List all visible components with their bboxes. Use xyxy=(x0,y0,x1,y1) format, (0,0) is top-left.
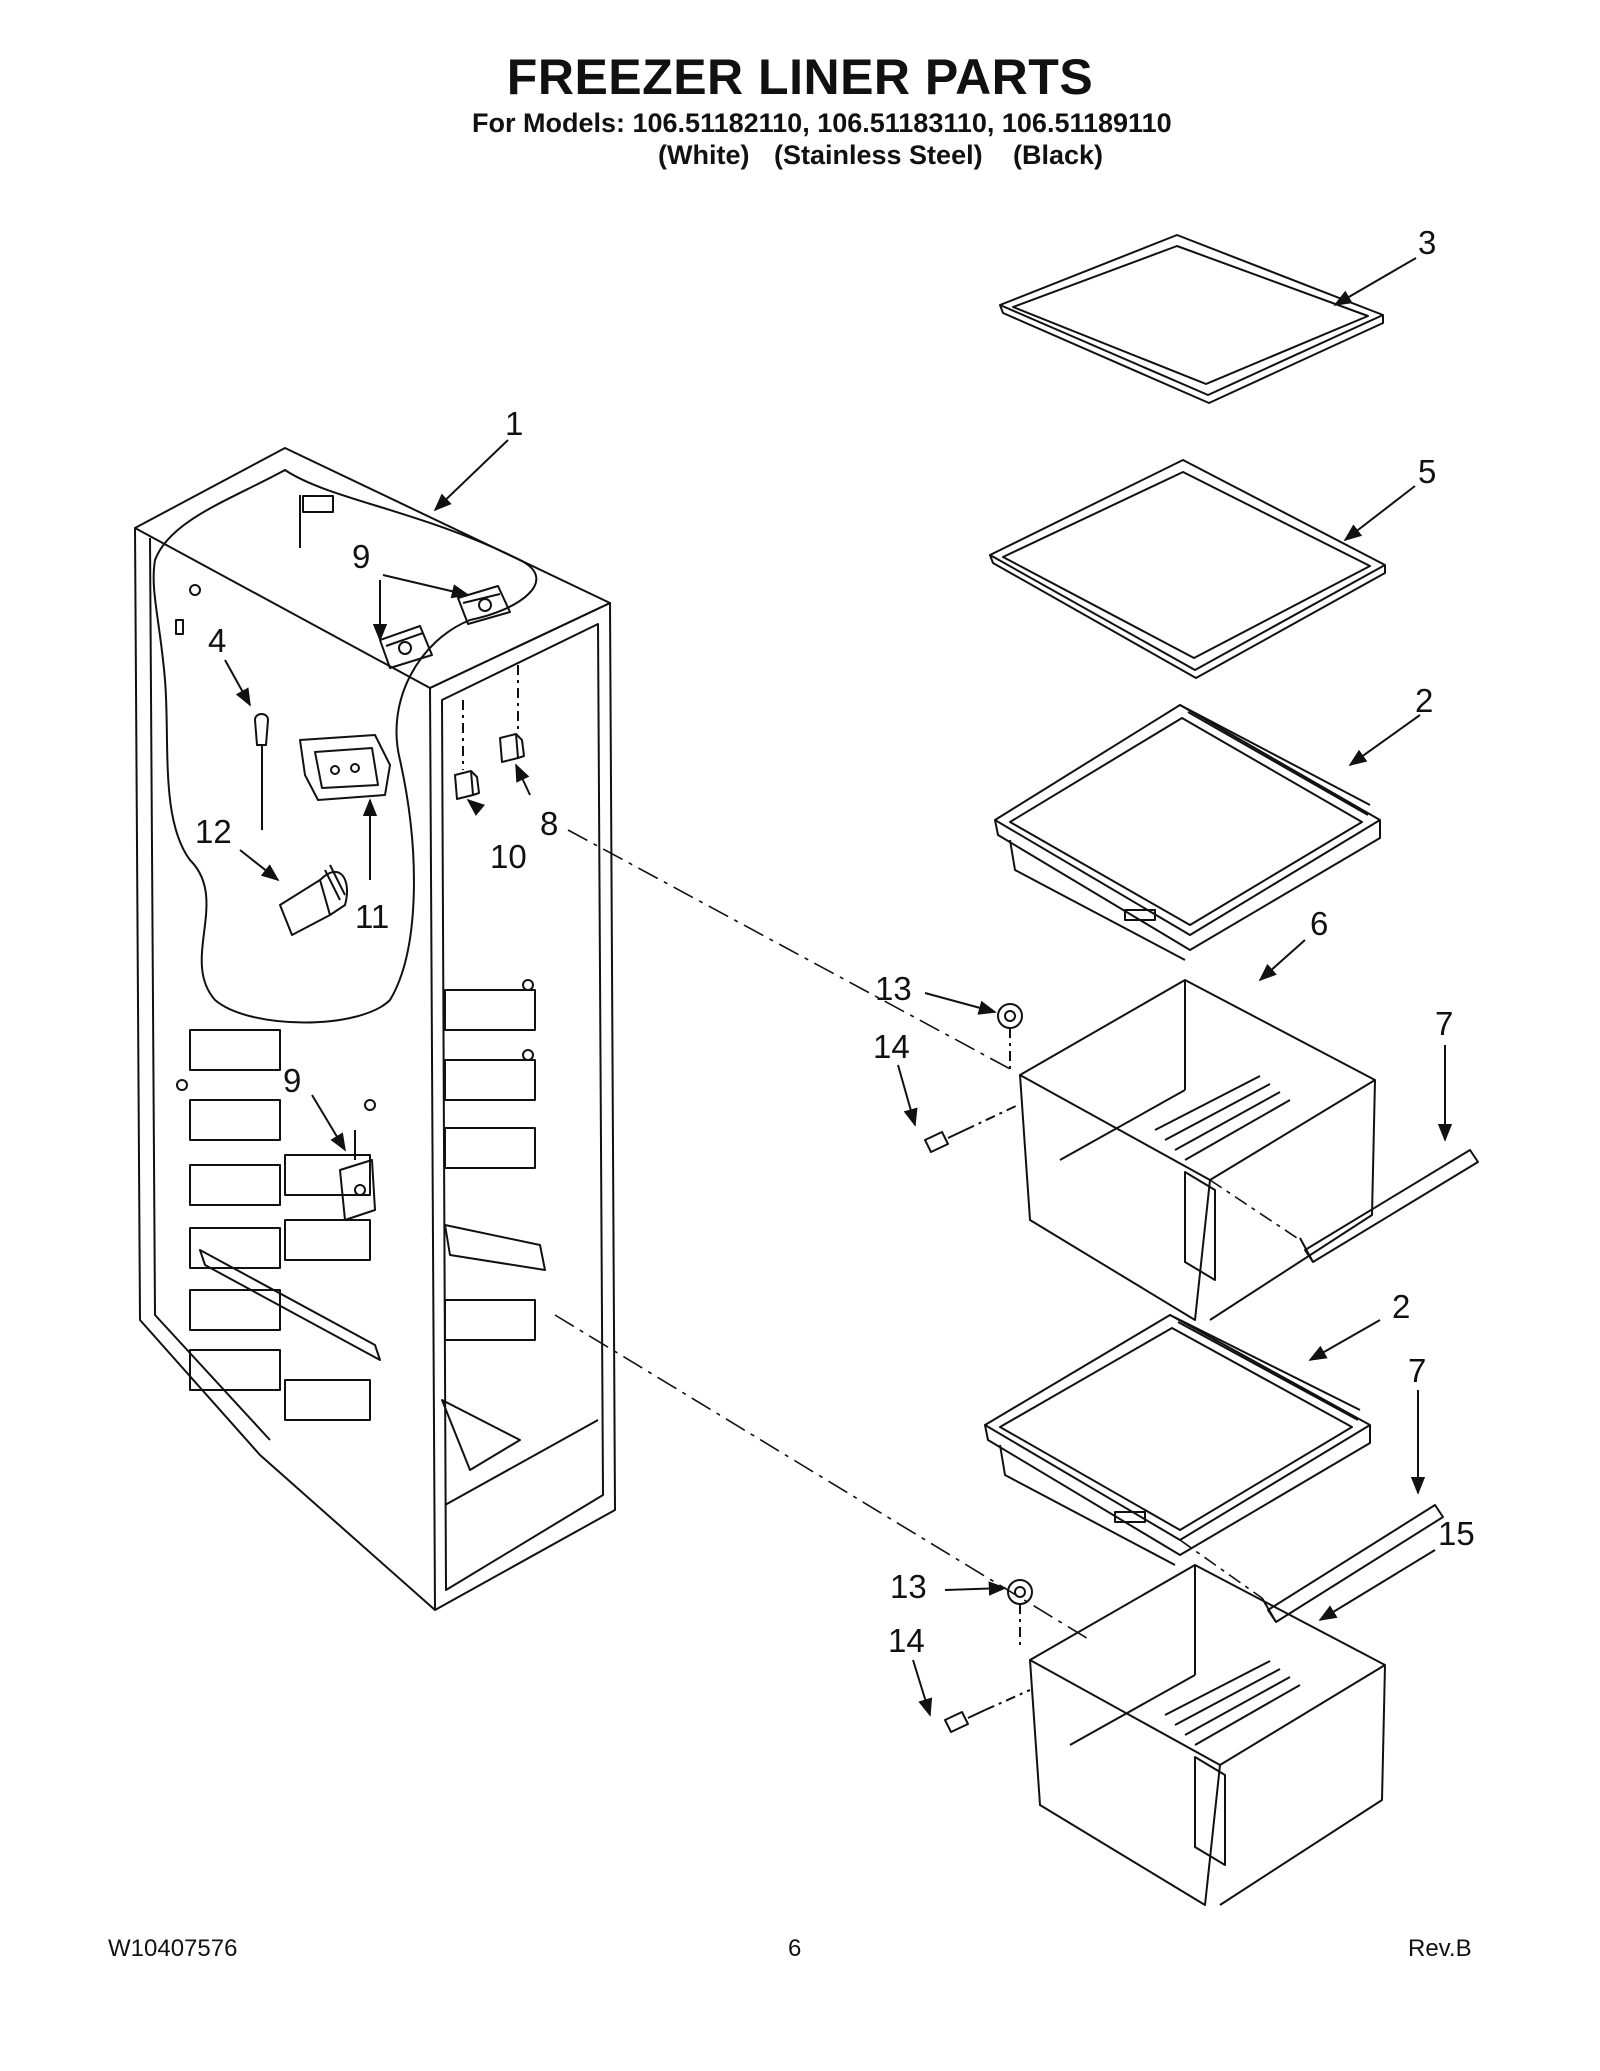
fan-module-9-c xyxy=(339,1130,376,1221)
freezer-liner xyxy=(134,447,616,1611)
callout-3: 3 xyxy=(1418,224,1436,261)
callout-2-upper: 2 xyxy=(1415,682,1433,719)
slide-rail-7-lower xyxy=(1261,1504,1444,1623)
shelf-frame-2-lower xyxy=(984,1314,1371,1566)
callout-5: 5 xyxy=(1418,453,1436,490)
callout-6: 6 xyxy=(1310,905,1328,942)
roller-13-upper xyxy=(997,1003,1023,1029)
callout-1: 1 xyxy=(505,405,523,442)
slide-rail-7-upper xyxy=(1299,1149,1479,1263)
screw-14-upper xyxy=(924,1129,966,1153)
shelf-frame-2-upper xyxy=(994,704,1381,961)
screw-14-lower xyxy=(944,1709,986,1733)
callout-4: 4 xyxy=(208,622,226,659)
glass-shelf-3 xyxy=(999,234,1384,404)
light-housing-11 xyxy=(299,734,391,801)
callout-2-lower: 2 xyxy=(1392,1288,1410,1325)
finish-white: (White) xyxy=(658,140,750,170)
page-title: FREEZER LINER PARTS xyxy=(506,49,1094,105)
page-number: 6 xyxy=(788,1935,802,1962)
models-line: For Models: 106.51182110, 106.51183110, … xyxy=(472,108,1172,138)
crisper-drawer-6 xyxy=(1019,979,1376,1321)
callout-7-upper: 7 xyxy=(1435,1005,1453,1042)
callout-13-lower: 13 xyxy=(890,1568,927,1605)
callout-9-lower: 9 xyxy=(283,1062,301,1099)
callout-7-lower: 7 xyxy=(1408,1352,1426,1389)
callout-13-upper: 13 xyxy=(875,970,912,1007)
callout-10: 10 xyxy=(490,838,527,875)
document-number: W10407576 xyxy=(108,1935,238,1962)
fan-module-9-a xyxy=(457,585,511,625)
glass-shelf-5 xyxy=(989,459,1386,679)
callout-12: 12 xyxy=(195,813,232,850)
callout-11: 11 xyxy=(355,898,389,935)
revision-label: Rev.B xyxy=(1408,1935,1472,1962)
callout-14-upper: 14 xyxy=(873,1028,910,1065)
thermistor-4 xyxy=(254,713,269,830)
callout-14-lower: 14 xyxy=(888,1622,925,1659)
finish-black: (Black) xyxy=(1013,140,1104,170)
clip-10 xyxy=(454,770,480,800)
finish-stainless: (Stainless Steel) xyxy=(774,140,983,170)
clip-8 xyxy=(499,733,525,763)
callout-8: 8 xyxy=(540,805,558,842)
bracket-12 xyxy=(279,864,348,936)
callout-9-top: 9 xyxy=(352,538,370,575)
callout-15: 15 xyxy=(1438,1515,1475,1552)
freezer-drawer-15 xyxy=(1029,1564,1386,1906)
fan-module-9-b xyxy=(379,625,433,669)
